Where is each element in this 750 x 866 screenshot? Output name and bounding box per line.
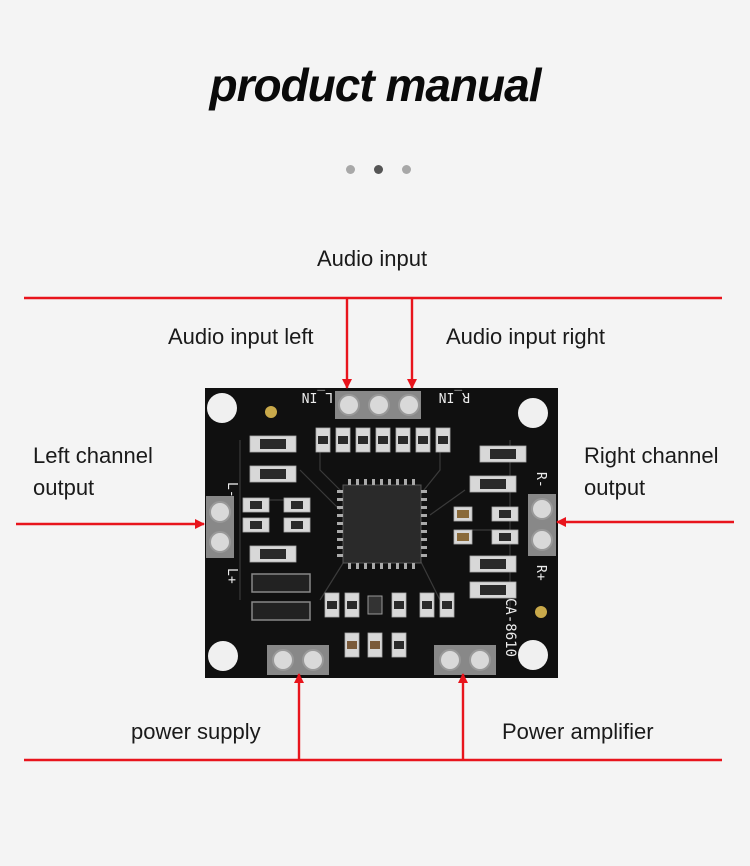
pad-gnd-in xyxy=(368,394,390,416)
label-left-channel-output-line1: Left channel xyxy=(33,443,153,468)
pad-power-supply-2 xyxy=(302,649,324,671)
right-output-pads xyxy=(528,494,556,556)
via-pad xyxy=(265,406,277,418)
pad-l-plus xyxy=(209,531,231,553)
pad-r-in xyxy=(398,394,420,416)
label-right-channel-output-line1: Right channel xyxy=(584,443,719,468)
label-right-channel-output: Right channel output xyxy=(584,440,719,504)
carousel-indicator xyxy=(346,165,416,175)
pad-r-minus xyxy=(531,498,553,520)
silk-l-plus: L+ xyxy=(224,568,239,584)
silk-l-minus: L- xyxy=(224,482,239,498)
mounting-hole-top-right xyxy=(518,398,548,428)
pad-r-plus xyxy=(531,529,553,551)
smd-components xyxy=(242,427,527,658)
callout-lines xyxy=(16,296,734,762)
label-right-channel-output-line2: output xyxy=(584,475,646,500)
mounting-hole-bottom-left xyxy=(208,641,238,671)
label-audio-input-right: Audio input right xyxy=(446,324,605,349)
label-power-supply: power supply xyxy=(131,719,261,744)
pad-power-amplifier-2 xyxy=(469,649,491,671)
silk-r-minus: R- xyxy=(533,472,548,488)
label-audio-input-left: Audio input left xyxy=(168,324,314,349)
amplifier-chip xyxy=(337,479,427,569)
page-title: product manual xyxy=(209,59,541,111)
left-output-pads xyxy=(206,496,234,558)
label-audio-input: Audio input xyxy=(317,246,428,271)
label-power-amplifier: Power amplifier xyxy=(502,719,654,744)
label-left-channel-output-line2: output xyxy=(33,475,95,500)
silk-r-in: R_IN xyxy=(439,389,470,404)
mounting-hole-bottom-right xyxy=(518,640,548,670)
via-pad xyxy=(535,606,547,618)
silk-model: CA-8610 xyxy=(502,598,518,657)
label-left-channel-output: Left channel output xyxy=(33,440,153,504)
input-header xyxy=(335,391,421,419)
pad-l-minus xyxy=(209,501,231,523)
amplifier-board: L_IN R_IN L- L+ R- R+ CA-8610 xyxy=(205,388,558,678)
silk-r-plus: R+ xyxy=(533,565,548,581)
carousel-dot-1[interactable] xyxy=(346,165,355,174)
carousel-dot-3[interactable] xyxy=(402,165,411,174)
chip-body xyxy=(342,484,422,564)
silk-l-in: L_IN xyxy=(302,389,333,404)
carousel-dot-2[interactable] xyxy=(374,165,383,174)
pad-l-in xyxy=(338,394,360,416)
power-pads xyxy=(267,645,496,675)
mounting-hole-top-left xyxy=(207,393,237,423)
chip-pins xyxy=(337,479,427,569)
pad-power-supply-1 xyxy=(272,649,294,671)
pad-power-amplifier-1 xyxy=(439,649,461,671)
